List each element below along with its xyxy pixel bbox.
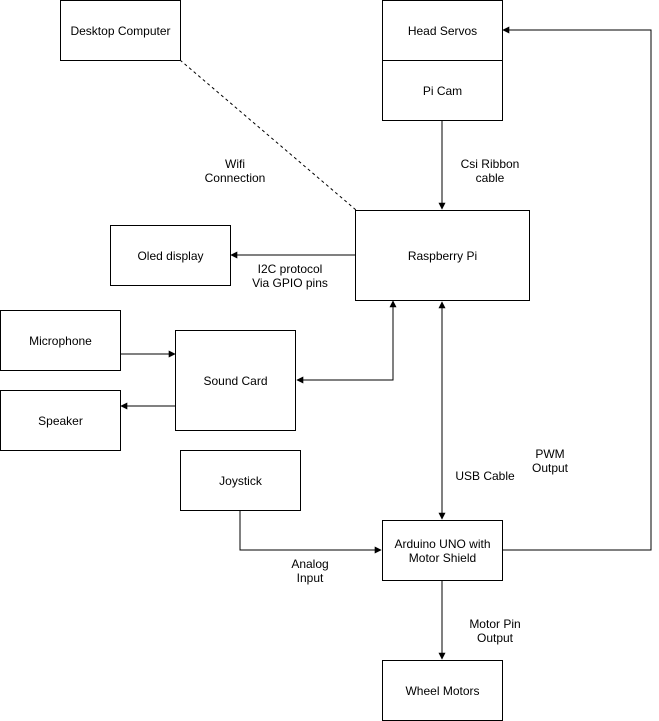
pi-cam-label: Pi Cam: [422, 83, 463, 98]
speaker-node: Speaker: [0, 390, 121, 451]
head-servos-node: Head Servos: [382, 0, 503, 61]
head-servos-label: Head Servos: [407, 23, 478, 38]
raspberry-soundcard-arrow: [296, 300, 397, 384]
microphone-label: Microphone: [29, 333, 92, 348]
csi-ribbon-label: Csi Ribbon cable: [460, 157, 520, 185]
wifi-connection-line: [179, 59, 357, 211]
analog-input-label: Analog Input: [291, 557, 329, 585]
desktop-computer-node: Desktop Computer: [60, 0, 181, 61]
speaker-label: Speaker: [38, 413, 83, 428]
joystick-node: Joystick: [180, 450, 301, 511]
oled-display-node: Oled display: [110, 225, 231, 286]
pi-cam-node: Pi Cam: [382, 60, 503, 121]
wheel-motors-node: Wheel Motors: [382, 660, 503, 721]
i2c-protocol-label: I2C protocol Via GPIO pins: [252, 262, 328, 290]
raspberry-pi-label: Raspberry Pi: [407, 248, 478, 263]
pwm-output-arrow: [501, 26, 652, 551]
sound-card-label: Sound Card: [203, 373, 268, 388]
arduino-label: Arduino UNO with Motor Shield: [394, 536, 491, 565]
motor-pin-output-label: Motor Pin Output: [469, 617, 521, 645]
wifi-connection-label: Wifi Connection: [204, 157, 266, 185]
usb-cable-label: USB Cable: [455, 469, 515, 483]
joystick-label: Joystick: [219, 473, 262, 488]
pwm-output-label: PWM Output: [531, 447, 569, 475]
arduino-node: Arduino UNO with Motor Shield: [382, 520, 503, 581]
sound-card-node: Sound Card: [175, 330, 296, 431]
raspberry-pi-node: Raspberry Pi: [355, 210, 530, 301]
wheel-motors-label: Wheel Motors: [405, 683, 480, 698]
oled-display-label: Oled display: [137, 248, 204, 263]
desktop-computer-label: Desktop Computer: [70, 23, 171, 38]
analog-input-arrow: [239, 510, 382, 554]
microphone-node: Microphone: [0, 310, 121, 371]
